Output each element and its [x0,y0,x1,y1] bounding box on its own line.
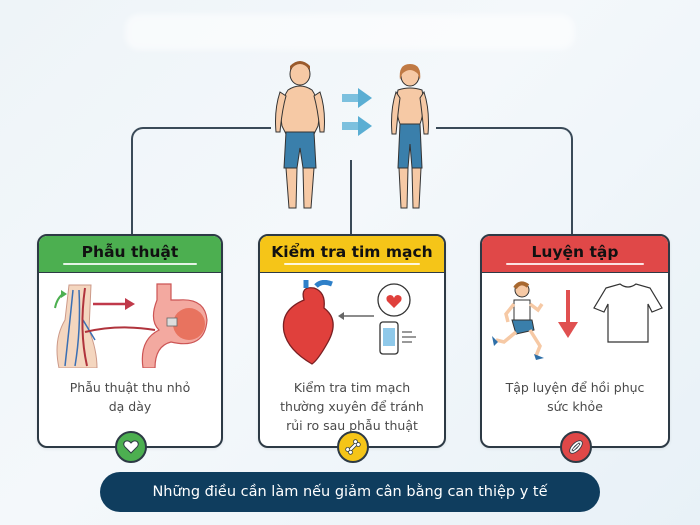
card-surgery-title: Phẫu thuật [81,243,179,261]
header-underline [63,263,197,265]
footer-label: Những điều cần làm nếu giảm cân bằng can… [152,484,548,500]
description-line: Tập luyện để hồi phục [505,380,645,395]
slim-woman-figure [391,64,429,209]
description-line: Phẫu thuật thu nhỏ [69,380,191,395]
card-exercise-title: Luyện tập [531,243,619,261]
bone-icon [345,439,361,455]
card-cardio-description: Kiểm tra tim mạch thường xuyên để tránh … [266,378,438,435]
card-surgery-description: Phẫu thuật thu nhỏ dạ dày [45,378,215,416]
card-cardio-header: Kiểm tra tim mạch [260,236,444,273]
faded-title-area [125,14,575,50]
overweight-man-figure [275,61,325,209]
card-exercise-header: Luyện tập [482,236,668,273]
bone-badge [337,431,369,463]
gastric-surgery-illustration [54,283,208,368]
description-line: Kiểm tra tim mạch [293,380,411,395]
connector-left [131,127,271,237]
description-line: dạ dày [108,399,152,414]
description-line: rủi ro sau phẫu thuật [286,418,418,433]
muscle-icon [569,440,583,454]
description-line: thường xuyên để tránh [280,399,424,414]
card-cardio-title: Kiểm tra tim mạch [271,243,433,261]
muscle-badge [560,431,592,463]
card-exercise: Luyện tập Tập luyện để hồi phục sức khỏe [480,234,670,463]
before-after-figures [275,61,429,209]
card-exercise-description: Tập luyện để hồi phục sức khỏe [488,378,662,416]
transition-arrows [342,88,372,136]
header-underline [284,263,420,265]
card-cardio-check: Kiểm tra tim mạch Kiểm tra tim mạch thườ… [258,234,446,463]
footer-banner: Những điều cần làm nếu giảm cân bằng can… [100,472,600,512]
connector-right [436,127,573,237]
card-surgery: Phẫu thuật Phẫu thuật thu nhỏ dạ dày [37,234,223,463]
card-surgery-header: Phẫu thuật [39,236,221,273]
heart-monitoring-illustration [282,280,416,365]
description-line: sức khỏe [547,399,603,414]
connector-center [350,160,352,235]
heart-badge [115,431,147,463]
header-underline [506,263,644,265]
running-exercise-illustration [492,281,663,360]
heart-icon [123,440,139,454]
